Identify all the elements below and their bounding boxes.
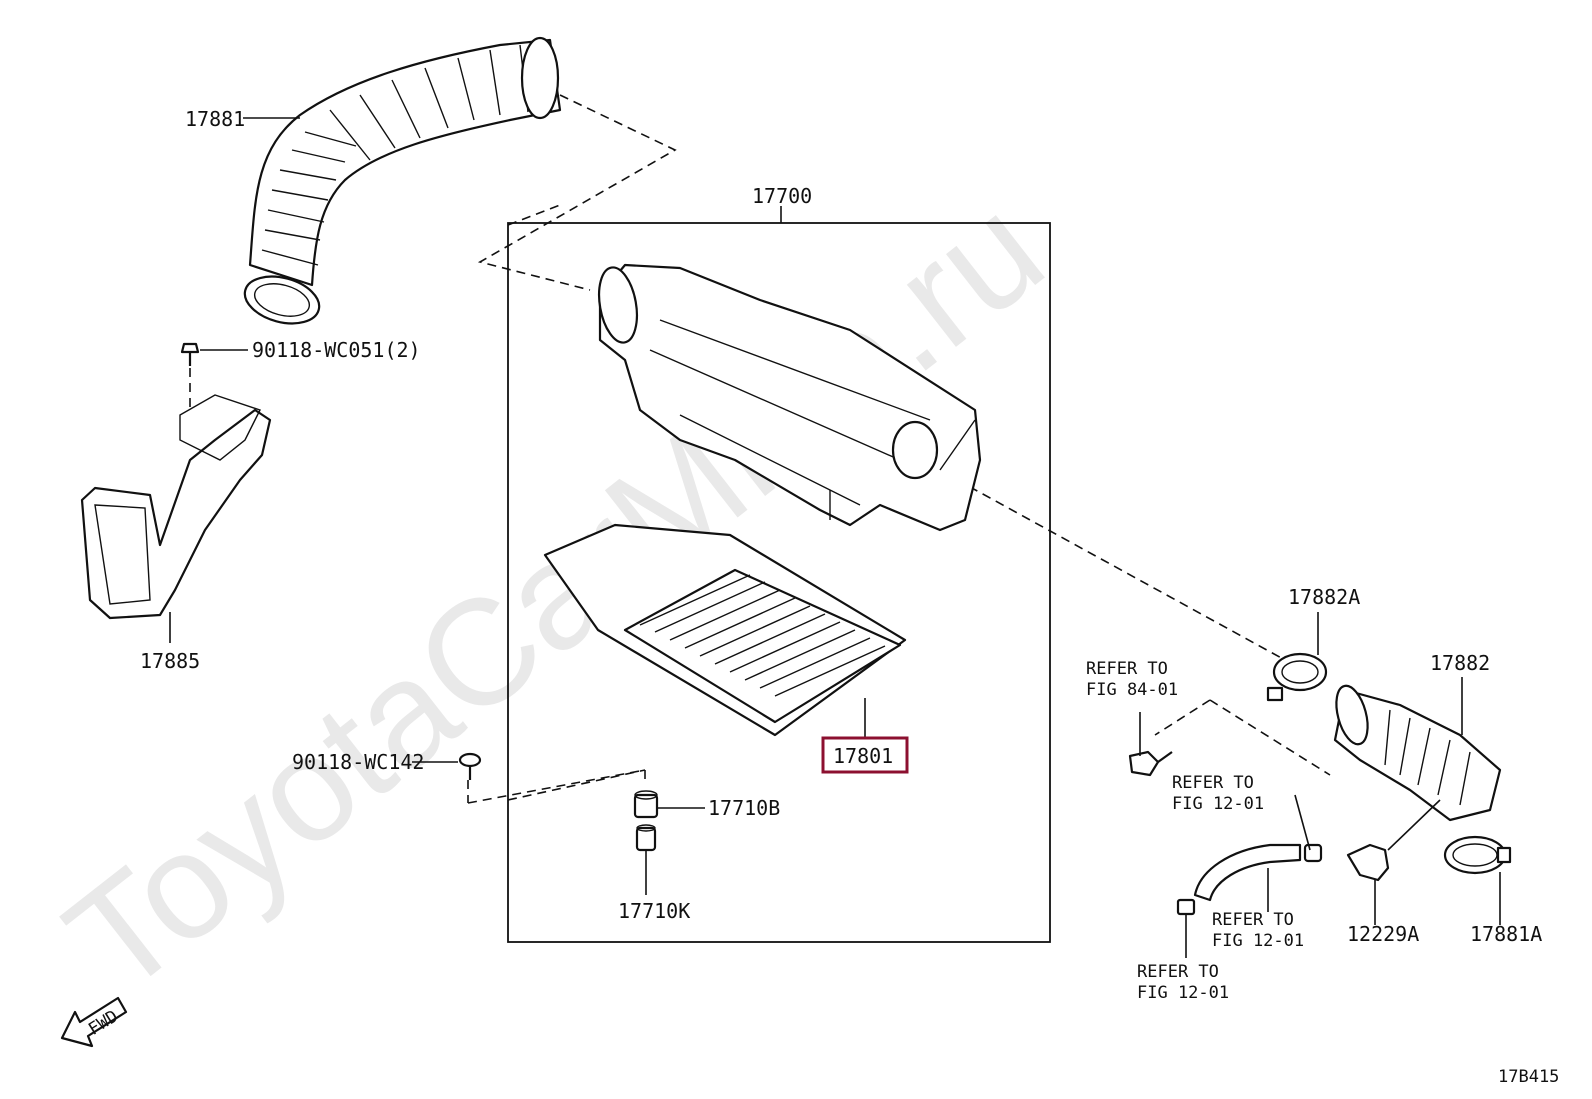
part-clip-84-01[interactable]	[1128, 750, 1173, 777]
label-90118-wc051: 90118-WC051(2)	[252, 338, 421, 362]
label-17885: 17885	[140, 649, 200, 673]
part-17710k-collar[interactable]	[635, 824, 657, 852]
part-90118-wc142-screw[interactable]	[458, 752, 482, 780]
part-90118-wc051-bolt[interactable]	[180, 342, 200, 366]
part-17881-intake-hose[interactable]	[240, 36, 562, 331]
refer-84-01-line2: FIG 84-01	[1086, 680, 1178, 700]
refer-12-01-c-line2: FIG 12-01	[1137, 983, 1229, 1003]
label-17882a: 17882A	[1288, 585, 1360, 609]
refer-12-01-a-line1: REFER TO	[1172, 773, 1254, 793]
refer-12-01-b-line1: REFER TO	[1212, 910, 1294, 930]
part-17700-air-cleaner-case[interactable]	[594, 263, 982, 532]
refer-12-01-b-line2: FIG 12-01	[1212, 931, 1304, 951]
part-17710b-grommet[interactable]	[633, 790, 659, 819]
fwd-arrow-icon	[60, 996, 128, 1048]
label-90118-wc142: 90118-WC142	[292, 750, 424, 774]
refer-12-01-a-line2: FIG 12-01	[1172, 794, 1264, 814]
label-17700: 17700	[752, 184, 812, 208]
highlight-box-17801	[821, 736, 909, 774]
figure-code: 17B415	[1498, 1067, 1559, 1087]
assembly-group-box	[507, 222, 1051, 943]
watermark-text: ToyotaCarMine.ru	[36, 164, 1072, 1025]
label-17881: 17881	[185, 107, 245, 131]
refer-84-01-line1: REFER TO	[1086, 659, 1168, 679]
label-12229a: 12229A	[1347, 922, 1419, 946]
dashed-connections	[189, 94, 1331, 804]
part-12229a-elbow[interactable]	[1346, 843, 1390, 882]
refer-12-01-c-line1: REFER TO	[1137, 962, 1219, 982]
label-17710k: 17710K	[618, 899, 690, 923]
leader-12229a-link	[1387, 799, 1441, 851]
label-17710b: 17710B	[708, 796, 780, 820]
label-17801: 17801	[833, 744, 893, 768]
part-vacuum-hose[interactable]	[1176, 843, 1323, 916]
part-17882-hose[interactable]	[1331, 682, 1502, 822]
part-17801-air-filter[interactable]	[543, 523, 907, 737]
label-17882: 17882	[1430, 651, 1490, 675]
part-17885-inlet-duct[interactable]	[80, 394, 272, 620]
part-17881a-clamp[interactable]	[1443, 835, 1512, 875]
part-17882a-clamp[interactable]	[1266, 652, 1328, 702]
label-17881a: 17881A	[1470, 922, 1542, 946]
leader-refer-12-01-a	[1294, 794, 1311, 851]
